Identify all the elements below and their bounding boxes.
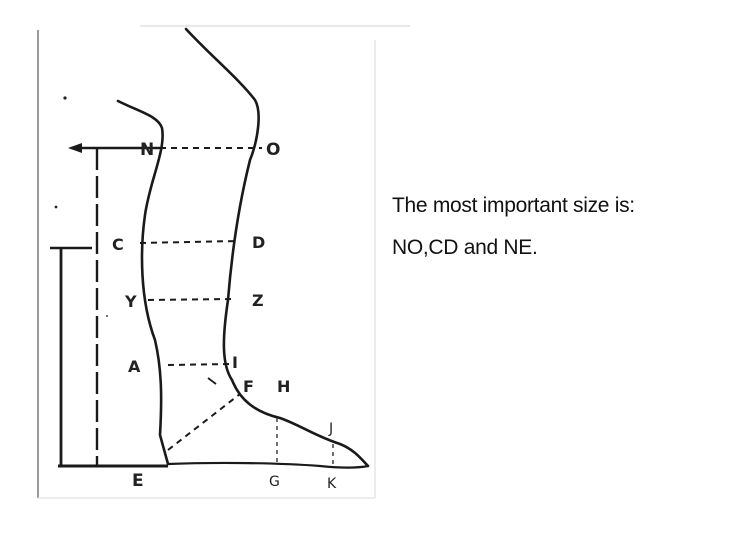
label-H: H <box>277 377 290 396</box>
arrow-head-left <box>68 143 82 153</box>
measure-line-CD <box>139 240 239 244</box>
sole-contour <box>166 461 370 469</box>
label-C: C <box>112 235 124 254</box>
label-J: J <box>328 421 333 437</box>
label-G: G <box>269 474 280 490</box>
label-F: F <box>243 377 254 396</box>
label-O: O <box>266 140 280 160</box>
leg-back-contour <box>116 99 170 466</box>
label-K: K <box>327 476 337 492</box>
measure-line-AI <box>167 363 231 366</box>
speck <box>106 315 108 317</box>
measure-line-heel-diagonal <box>167 393 241 451</box>
speck <box>63 96 67 100</box>
label-A: A <box>128 357 141 376</box>
speck <box>54 205 58 209</box>
label-E: E <box>132 471 144 491</box>
label-I: I <box>232 353 238 372</box>
label-N: N <box>140 140 154 160</box>
note-line-2: NO,CD and NE. <box>392 236 538 259</box>
leg-front-contour <box>184 27 370 468</box>
label-D: D <box>252 233 265 252</box>
label-Z: Z <box>252 291 264 310</box>
label-Y: Y <box>124 292 137 311</box>
measure-line-YZ <box>147 298 233 301</box>
note-line-1: The most important size is: <box>392 194 635 217</box>
measure-tick-F <box>207 377 217 385</box>
